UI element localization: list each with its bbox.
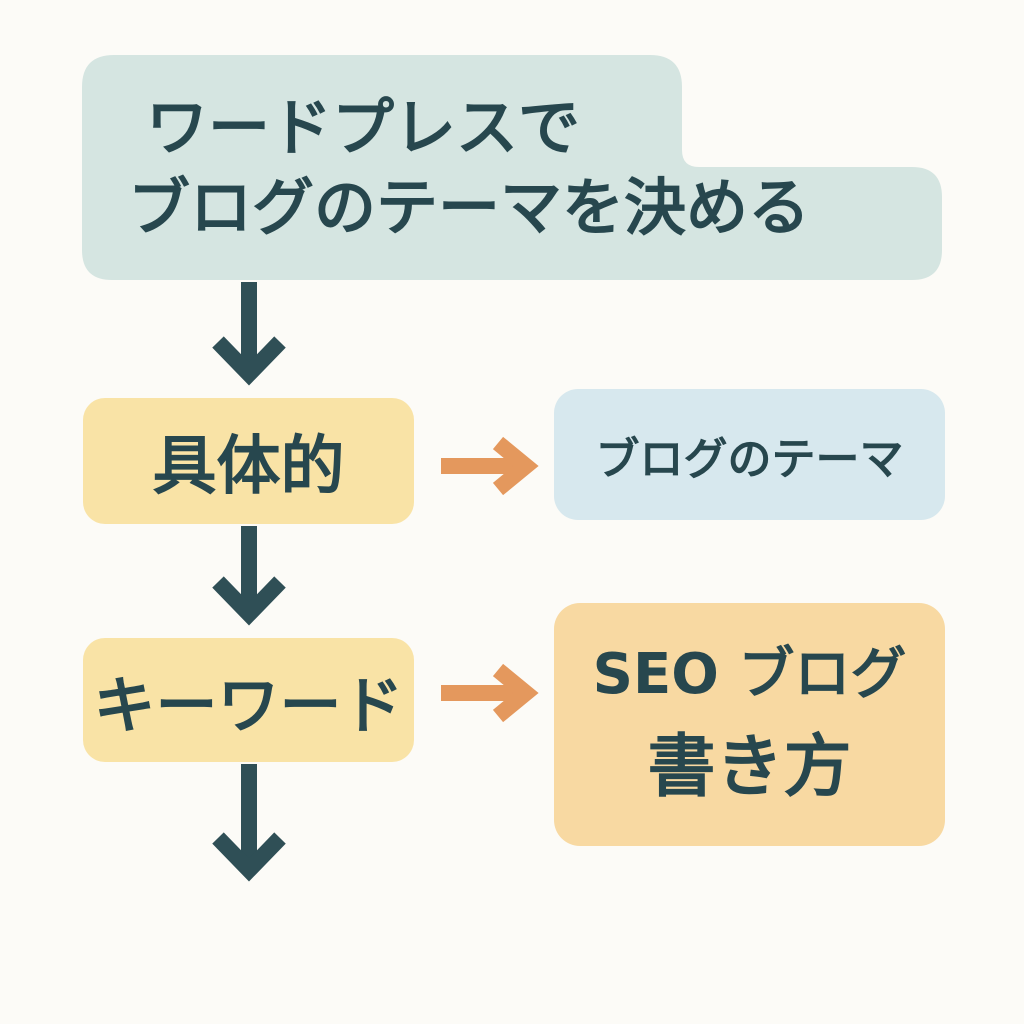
side-arrow-2 bbox=[441, 663, 539, 723]
node-concrete: 具体的 bbox=[83, 398, 414, 524]
down-arrow-2 bbox=[212, 526, 286, 626]
title-node: ワードプレスで ブログのテーマを決める bbox=[82, 55, 942, 280]
seo-line-1: SEO ブログ bbox=[592, 641, 907, 707]
title-line-1: ワードプレスで bbox=[146, 90, 581, 164]
title-box bbox=[82, 55, 942, 280]
node-keyword: キーワード bbox=[83, 638, 414, 762]
down-arrow-1 bbox=[212, 282, 286, 386]
title-line-2: ブログのテーマを決める bbox=[128, 170, 811, 244]
node-seo-blog-writing: SEO ブログ 書き方 bbox=[554, 603, 945, 846]
down-arrow-3 bbox=[212, 764, 286, 882]
side-arrow-1 bbox=[441, 436, 539, 496]
node-blog-theme: ブログのテーマ bbox=[554, 389, 945, 520]
seo-line-2: 書き方 bbox=[647, 727, 852, 807]
